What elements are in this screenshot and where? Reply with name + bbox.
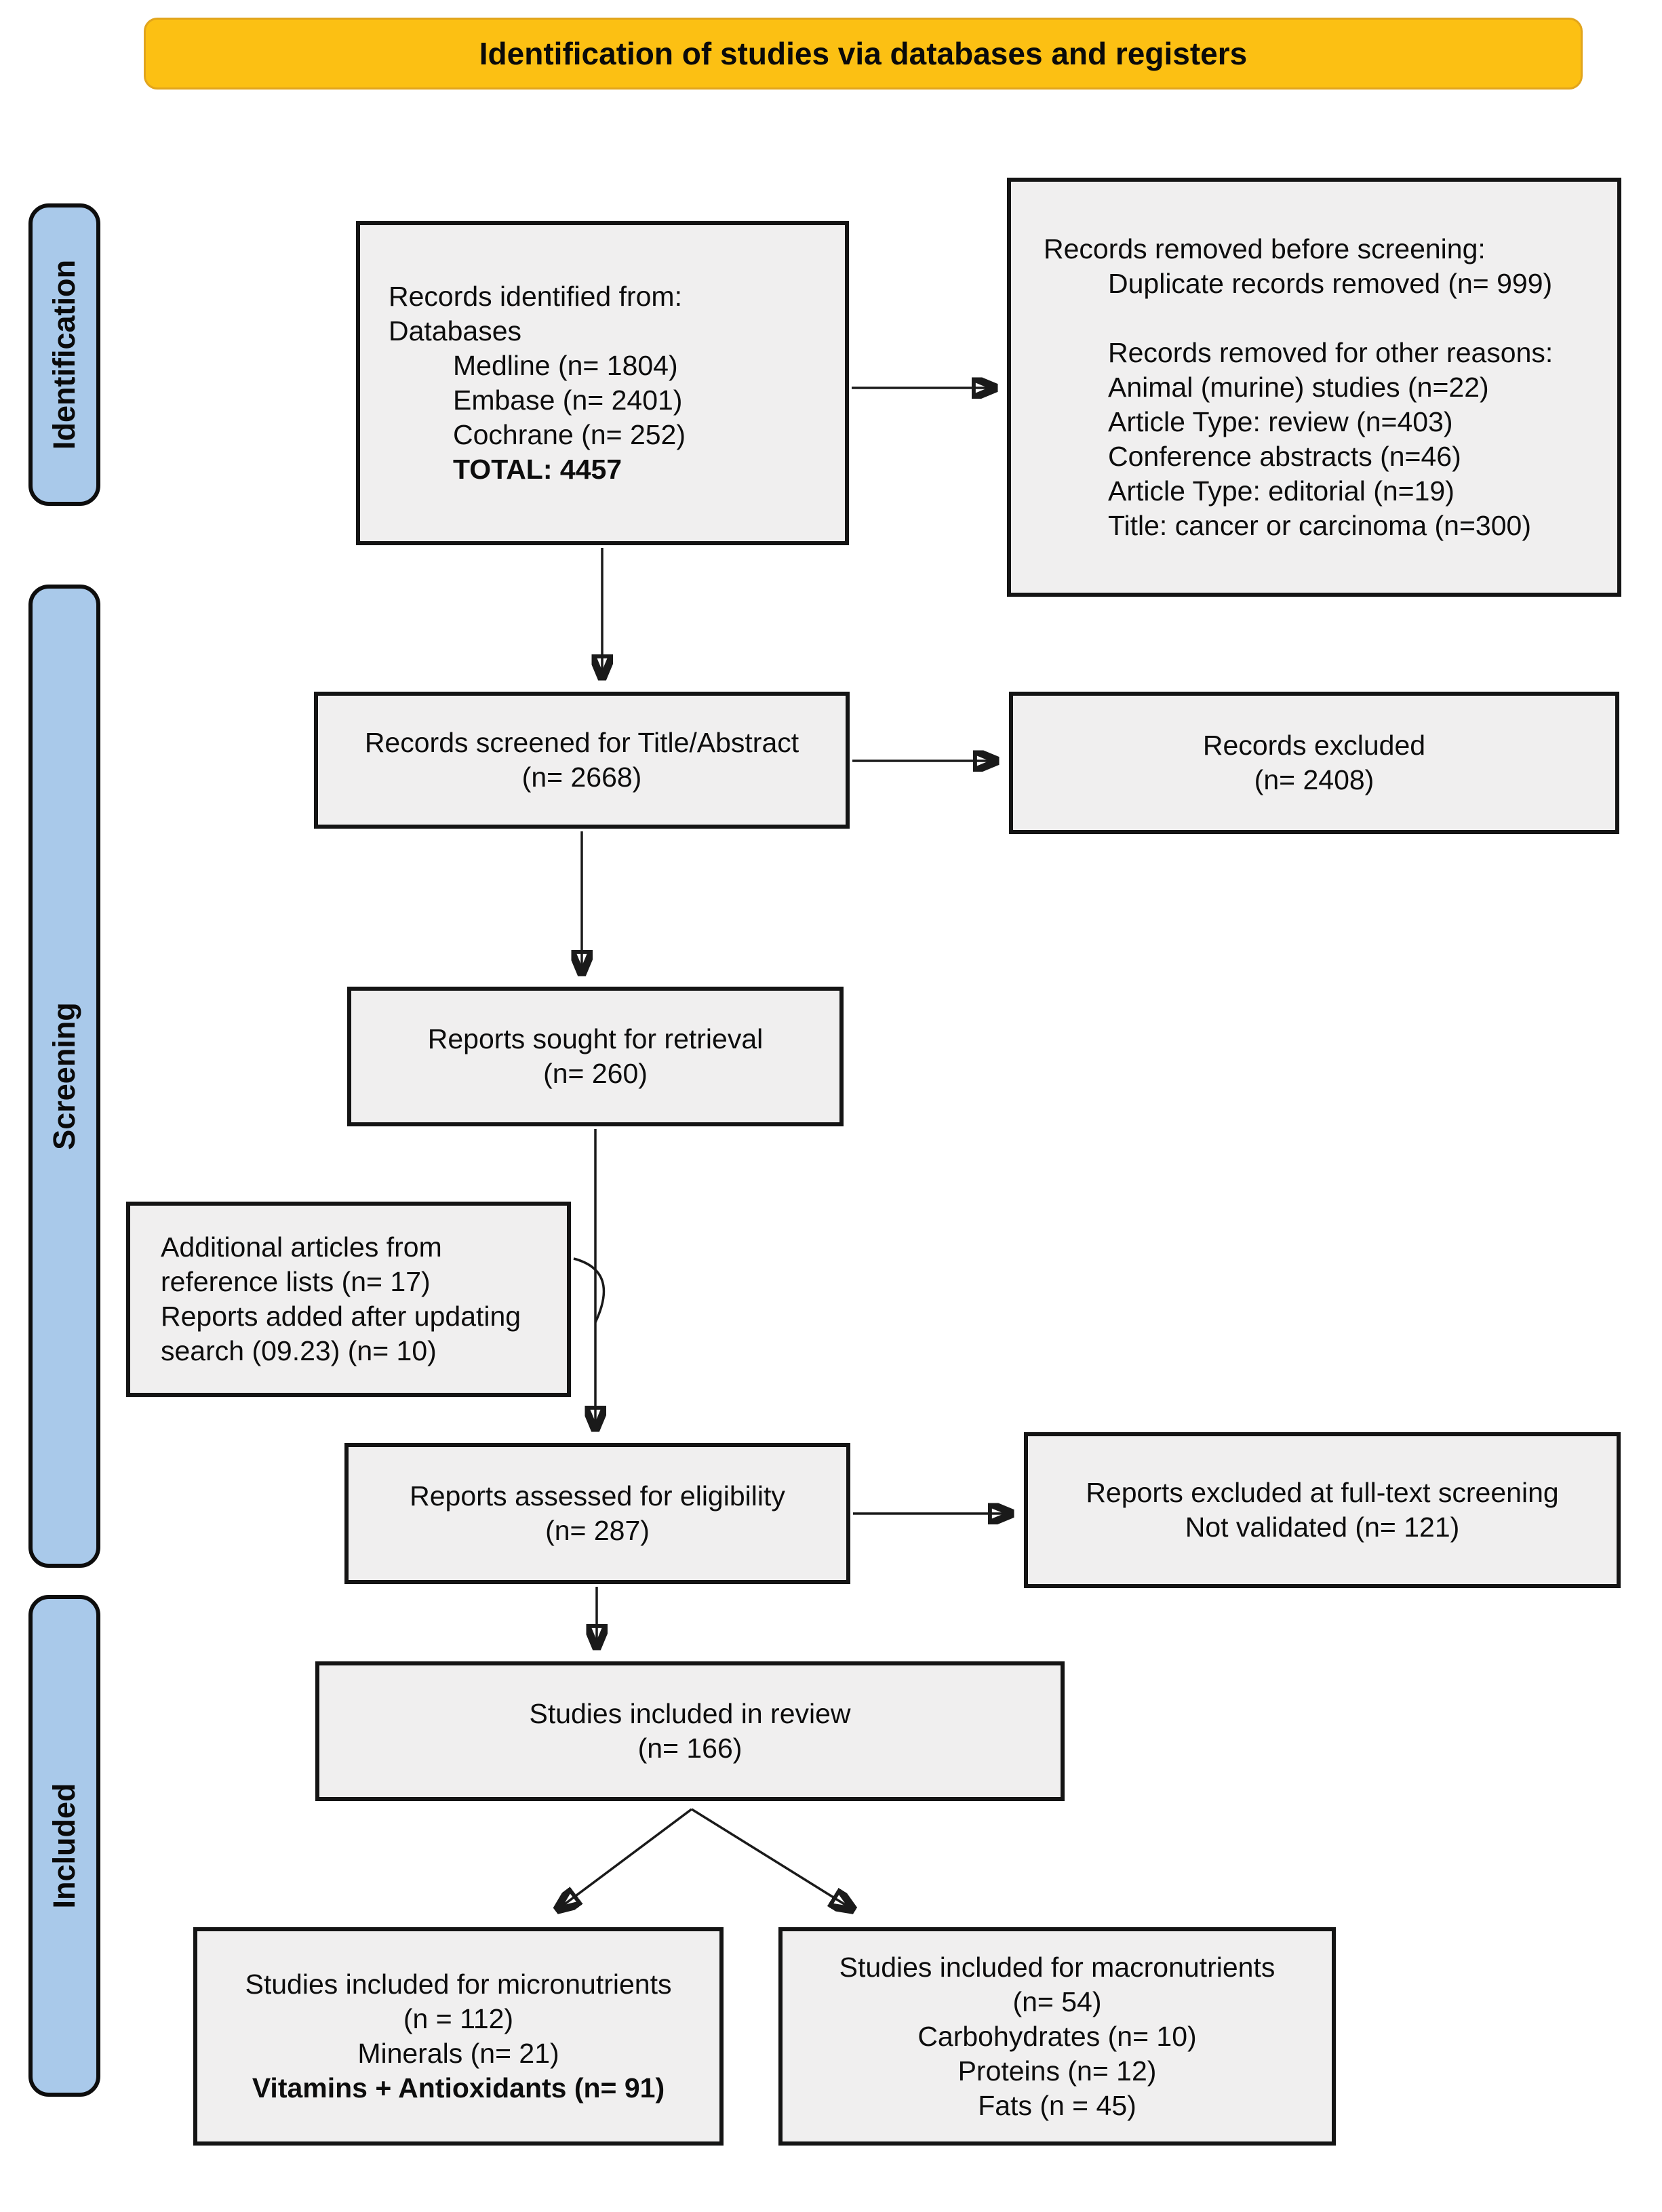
- box-line: (n= 166): [637, 1733, 743, 1764]
- box-macronutrients: Studies included for macronutrients (n= …: [778, 1927, 1336, 2146]
- arrow-included-to-micronutrients: [557, 1808, 693, 1910]
- box-reports-excluded-fulltext: Reports excluded at full-text screening …: [1024, 1432, 1621, 1588]
- box-studies-included-review: Studies included in review (n= 166): [315, 1661, 1065, 1801]
- box-line: Embase (n= 2401): [453, 384, 683, 416]
- box-records-excluded: Records excluded (n= 2408): [1009, 692, 1619, 834]
- box-line: reference lists (n= 17): [161, 1266, 431, 1297]
- box-reports-assessed: Reports assessed for eligibility (n= 287…: [344, 1443, 850, 1584]
- stage-bar-identification: Identification: [28, 203, 100, 506]
- box-line: Carbohydrates (n= 10): [917, 2020, 1197, 2052]
- box-line: Cochrane (n= 252): [453, 419, 686, 450]
- box-line: Records identified from:: [389, 281, 682, 312]
- title-banner: Identification of studies via databases …: [144, 18, 1583, 90]
- box-line: Title: cancer or carcinoma (n=300): [1108, 509, 1531, 541]
- box-line: (n = 112): [403, 2003, 514, 2034]
- box-line: Conference abstracts (n=46): [1108, 440, 1461, 472]
- box-line: Additional articles from: [161, 1231, 442, 1263]
- box-line: Records removed before screening:: [1044, 233, 1486, 264]
- box-line: Vitamins + Antioxidants (n= 91): [252, 2072, 665, 2104]
- box-line: Reports added after updating: [161, 1301, 521, 1332]
- stage-label-included: Included: [47, 1783, 81, 1909]
- box-line: Reports sought for retrieval: [427, 1023, 764, 1054]
- box-line: (n= 2668): [521, 762, 642, 793]
- box-line: Animal (murine) studies (n=22): [1108, 371, 1489, 403]
- box-records-identified: Records identified from: Databases Medli…: [356, 221, 849, 545]
- box-line: Article Type: editorial (n=19): [1108, 475, 1455, 507]
- box-records-screened: Records screened for Title/Abstract (n= …: [314, 692, 850, 829]
- arrow-included-to-macronutrients: [691, 1808, 853, 1910]
- box-line: Records screened for Title/Abstract: [364, 727, 799, 758]
- diagram-title: Identification of studies via databases …: [479, 36, 1248, 71]
- box-line: Duplicate records removed (n= 999): [1108, 267, 1553, 299]
- box-additional-articles: Additional articles from reference lists…: [126, 1202, 571, 1397]
- box-line: Records excluded: [1202, 730, 1426, 761]
- box-line: Studies included for micronutrients: [245, 1969, 672, 2000]
- box-line: Studies included for macronutrients: [839, 1951, 1275, 1983]
- stage-bar-screening: Screening: [28, 585, 100, 1568]
- box-line: Not validated (n= 121): [1185, 1512, 1460, 1543]
- box-line: Minerals (n= 21): [357, 2038, 559, 2069]
- box-line: Medline (n= 1804): [453, 350, 678, 381]
- box-line: Proteins (n= 12): [957, 2055, 1157, 2087]
- box-records-removed: Records removed before screening: Duplic…: [1007, 178, 1621, 597]
- box-line: TOTAL: 4457: [453, 454, 622, 485]
- box-line: (n= 2408): [1254, 764, 1374, 795]
- box-line: Databases: [389, 315, 522, 347]
- box-line: search (09.23) (n= 10): [161, 1335, 437, 1366]
- box-line: Studies included in review: [529, 1698, 851, 1729]
- box-reports-sought: Reports sought for retrieval (n= 260): [347, 987, 844, 1126]
- box-line: Records removed for other reasons:: [1108, 336, 1554, 368]
- box-line: (n= 54): [1012, 1986, 1102, 2017]
- stage-label-identification: Identification: [47, 260, 81, 450]
- box-line: (n= 260): [543, 1058, 648, 1089]
- box-line: Fats (n = 45): [978, 2089, 1136, 2121]
- box-line: Reports assessed for eligibility: [410, 1480, 785, 1512]
- box-line: Article Type: review (n=403): [1108, 406, 1453, 437]
- box-line: Reports excluded at full-text screening: [1086, 1477, 1559, 1508]
- box-line: (n= 287): [545, 1515, 650, 1546]
- connector-additional-to-flow: [573, 1257, 606, 1323]
- box-micronutrients: Studies included for micronutrients (n =…: [193, 1927, 724, 2146]
- stage-label-screening: Screening: [47, 1002, 81, 1150]
- stage-bar-included: Included: [28, 1595, 100, 2097]
